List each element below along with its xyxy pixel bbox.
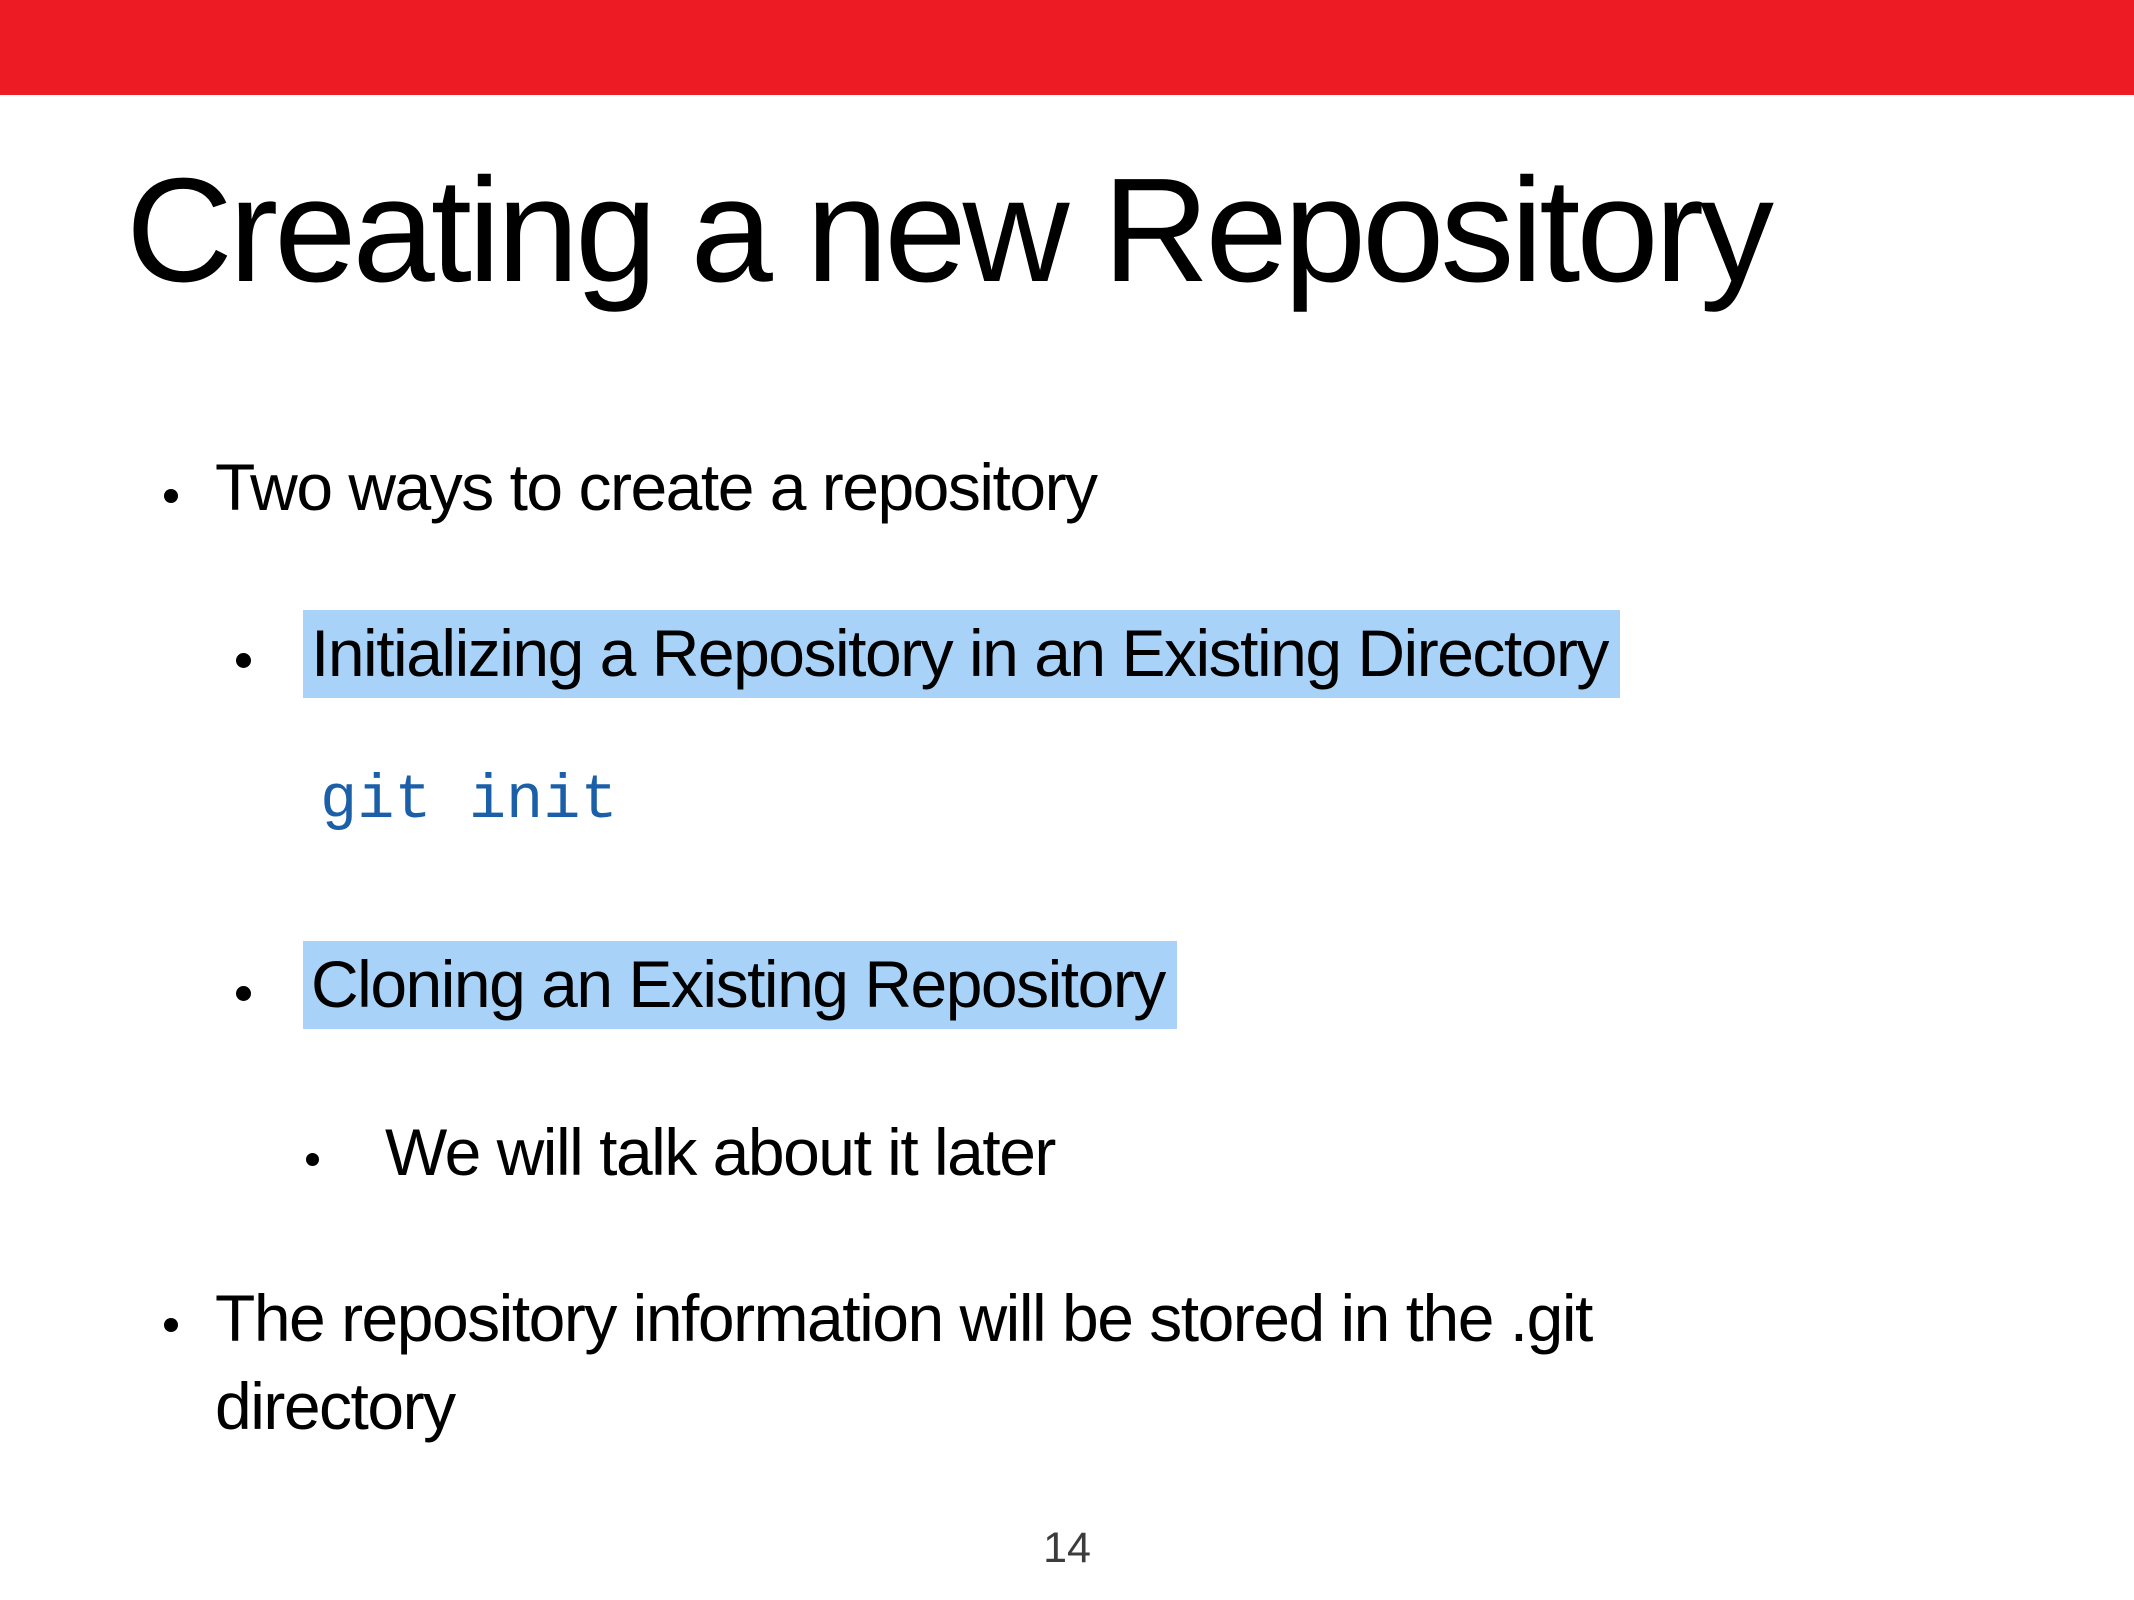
code-snippet-git-init: git init	[320, 765, 618, 836]
bullet-dot	[306, 1153, 319, 1166]
bullet-item-git-directory-line2: directory	[215, 1369, 456, 1443]
slide-title: Creating a new Repository	[126, 148, 1774, 313]
bullet-item-git-directory: The repository information will be store…	[215, 1274, 1593, 1450]
page-number: 14	[1043, 1524, 1091, 1572]
bullet-dot	[236, 653, 251, 668]
bullet-dot	[236, 986, 251, 1001]
bullet-item-git-directory-line1: The repository information will be store…	[215, 1281, 1593, 1355]
bullet-item-cloning-highlighted: Cloning an Existing Repository	[303, 941, 1177, 1029]
bullet-item-initializing-highlighted: Initializing a Repository in an Existing…	[303, 610, 1620, 698]
bullet-item-two-ways: Two ways to create a repository	[215, 450, 1098, 524]
bullet-dot	[164, 489, 178, 503]
top-red-bar	[0, 0, 2134, 95]
bullet-dot	[164, 1318, 178, 1332]
bullet-item-talk-later: We will talk about it later	[385, 1115, 1056, 1189]
